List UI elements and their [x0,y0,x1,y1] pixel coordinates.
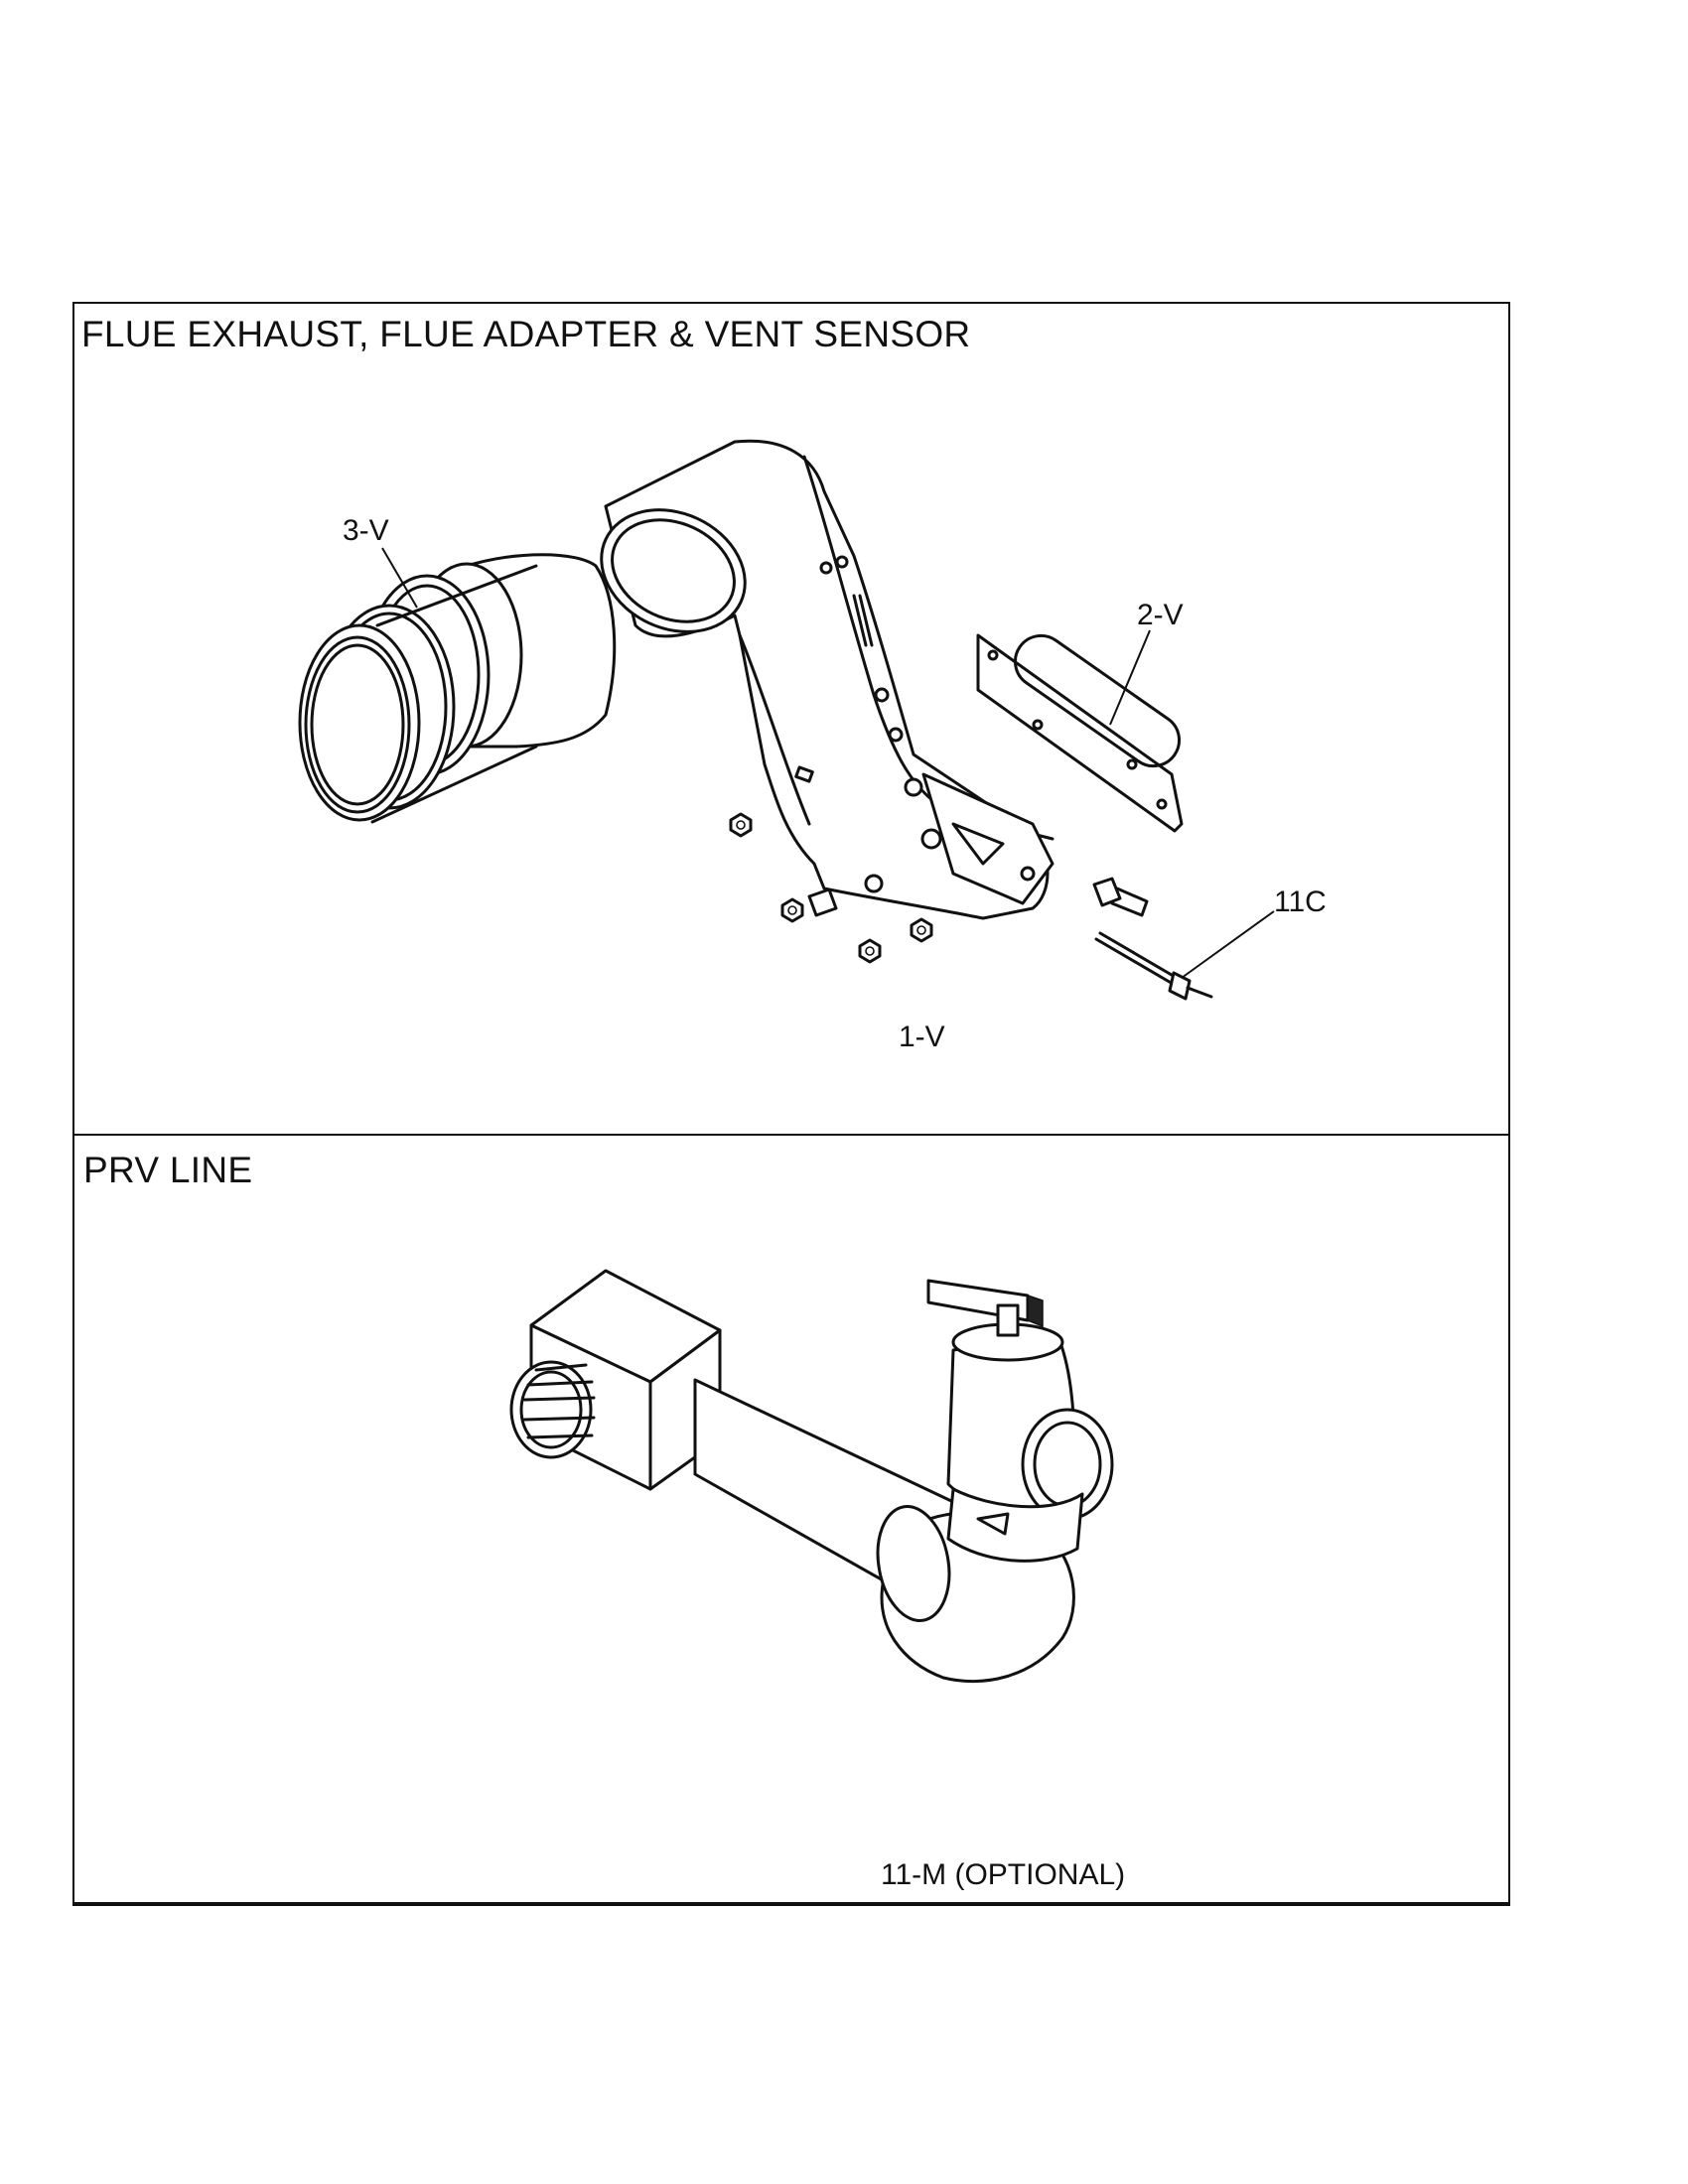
leader-2v [1109,629,1151,726]
callout-11m: 11-M (OPTIONAL) [881,1858,1126,1891]
flue-coupling-part [298,553,617,824]
section-divider [72,1134,1510,1136]
callout-11c: 11C [1274,886,1327,918]
leader-3v [381,547,418,609]
flue-nuts-hardware [729,812,933,964]
prv-line-part [509,1269,1114,1684]
callout-1v: 1-V [899,1021,945,1053]
callout-2v: 2-V [1137,599,1184,631]
flue-gasket-part [976,633,1184,833]
frame-bottom-rule [72,1903,1510,1906]
flue-exhaust-elbow-part [600,439,1055,920]
callout-3v: 3-V [343,514,389,547]
section-title-prv: PRV LINE [83,1150,253,1190]
vent-sensor-part [1092,877,1213,1001]
leader-11c [1181,910,1275,979]
section-title-flue: FLUE EXHAUST, FLUE ADAPTER & VENT SENSOR [81,314,971,354]
